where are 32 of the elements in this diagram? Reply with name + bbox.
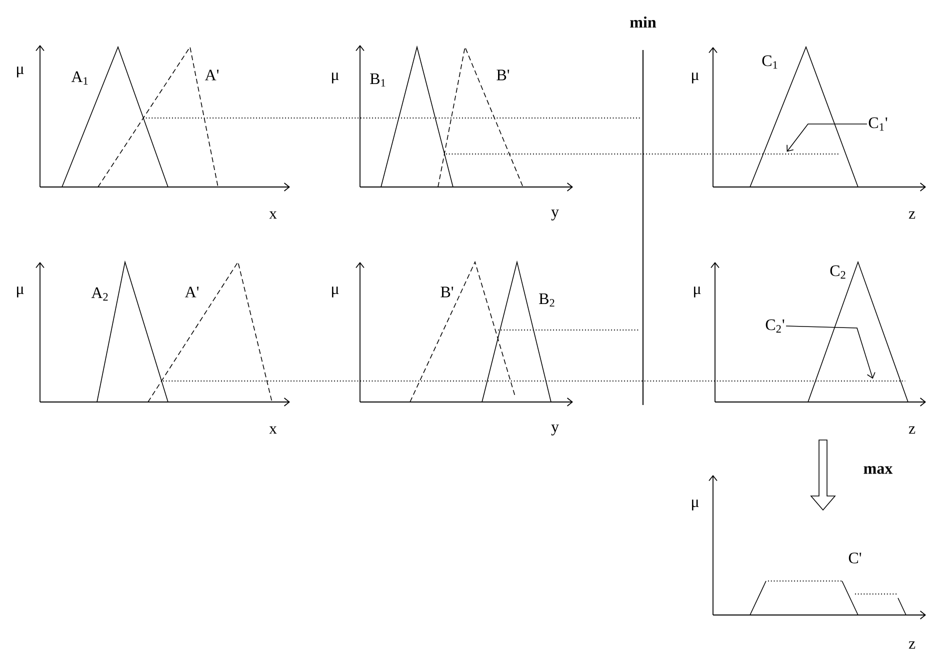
cut-level-line — [817, 380, 906, 382]
set-label: C$_{2}$ — [830, 265, 846, 279]
set-label: B$_{1}$ — [370, 73, 386, 87]
axis-label: μ — [694, 286, 701, 298]
axis-label: z — [908, 211, 916, 219]
axis-label: μ — [17, 286, 24, 298]
operator-label: max — [864, 466, 893, 474]
axis-label: μ — [17, 66, 24, 78]
operator-label: min — [630, 16, 656, 28]
axis-label: y — [551, 424, 559, 436]
axis-label: z — [908, 641, 916, 649]
leader-text: C$_{2}$' — [766, 319, 784, 333]
axis-label: μ — [332, 72, 339, 84]
axis-label: x — [269, 211, 277, 219]
leader-line — [786, 124, 868, 152]
set-label: B' — [440, 286, 454, 298]
leader-text: C$_{1}$' — [868, 117, 888, 131]
axis-label: z — [908, 426, 916, 434]
axis-label: x — [269, 426, 277, 434]
set-label: C$_{1}$ — [762, 55, 778, 69]
set-label: A' — [204, 70, 219, 80]
set-label: A$_{2}$ — [91, 287, 108, 301]
leader-line — [786, 326, 876, 379]
axis-label: μ — [692, 500, 699, 510]
set-label: B$_{2}$ — [539, 293, 554, 307]
set-label: A$_{1}$ — [71, 71, 88, 85]
set-label: B' — [496, 70, 510, 80]
axis-label: μ — [332, 286, 339, 298]
axis-label: μ — [692, 72, 699, 84]
axis-label: y — [551, 210, 559, 220]
set-label: C' — [848, 552, 862, 564]
set-label: A' — [184, 286, 199, 298]
